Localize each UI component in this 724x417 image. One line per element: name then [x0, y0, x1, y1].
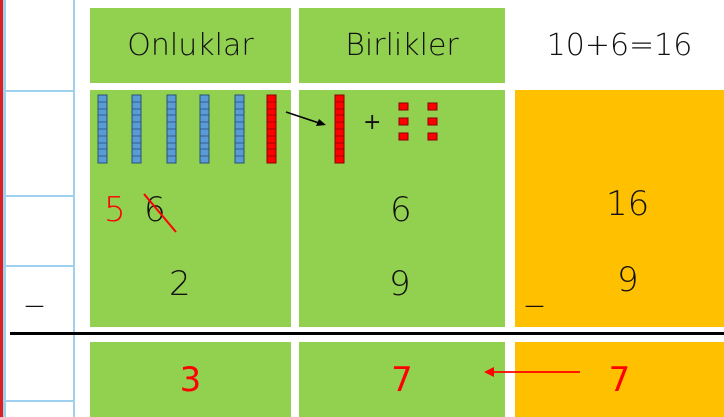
blue-rod [234, 94, 245, 164]
ones-top-digit: 6 [390, 190, 412, 230]
ones-column [299, 90, 505, 327]
small-red-cubes [398, 102, 438, 141]
blue-rod [131, 94, 142, 164]
header-ones: Birlikler [345, 28, 459, 63]
header-ones-cell: Birlikler [299, 8, 505, 83]
red-rod-ones [334, 94, 345, 164]
side-minus-sign: _ [526, 268, 543, 308]
red-rod-tens [266, 94, 277, 164]
base-ten-blocks: + [97, 94, 438, 164]
header-equation-cell: 10+6=16 [515, 8, 724, 83]
blue-rod [199, 94, 210, 164]
plus-sign: + [363, 110, 381, 135]
blue-margin-line [3, 0, 6, 417]
regroup-arrow [285, 111, 326, 126]
result-ones: 7 [391, 359, 413, 400]
cross-out-mark [143, 193, 177, 233]
tens-subtrahend: 2 [169, 264, 191, 304]
side-column [515, 90, 724, 327]
subtraction-line [10, 332, 724, 335]
result-tens: 3 [179, 359, 202, 400]
blue-rod [97, 94, 108, 164]
result-side: 7 [608, 359, 631, 400]
result-tens-cell: 3 [90, 342, 291, 417]
blue-rods [97, 94, 245, 164]
header-equation: 10+6=16 [546, 28, 693, 63]
minus-sign: _ [26, 268, 43, 308]
tens-borrowed-digit: 5 [104, 190, 126, 230]
header-tens: Onluklar [127, 28, 254, 63]
header-tens-cell: Onluklar [90, 8, 291, 83]
side-subtrahend: 9 [617, 260, 639, 300]
margin-rule [3, 265, 75, 267]
blue-rod [166, 94, 177, 164]
blue-margin-line-2 [73, 0, 75, 417]
ones-subtrahend: 9 [389, 264, 411, 304]
side-top-number: 16 [606, 184, 650, 224]
result-ones-cell: 7 [299, 342, 505, 417]
red-margin-line [0, 0, 3, 417]
margin-rule [3, 195, 75, 197]
margin-rule [3, 400, 75, 402]
transfer-arrow-icon [484, 367, 580, 377]
tens-column [90, 90, 291, 327]
margin-rule [3, 90, 75, 92]
result-side-cell: 7 [515, 342, 724, 417]
